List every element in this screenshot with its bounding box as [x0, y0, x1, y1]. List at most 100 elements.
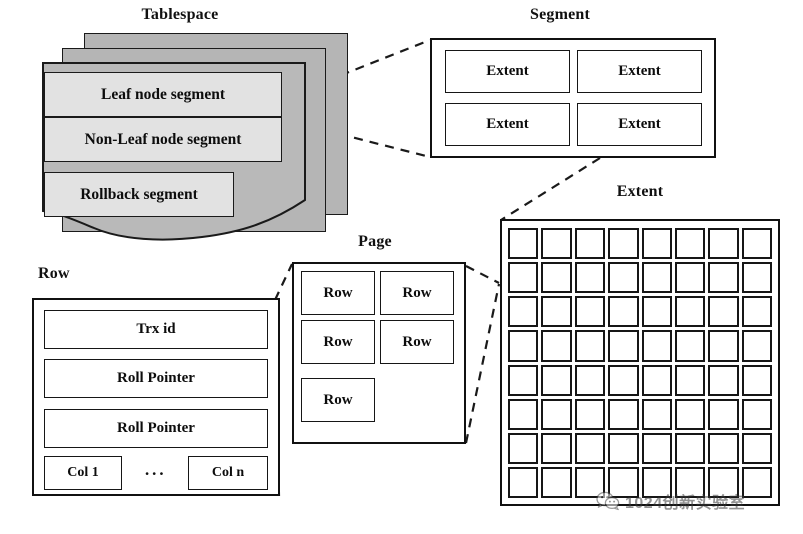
extent-page-cell[interactable] — [508, 296, 539, 328]
extent-page-cell[interactable] — [674, 398, 706, 430]
page-row-4[interactable]: Row — [380, 320, 454, 364]
extent-page-cell[interactable] — [608, 262, 639, 294]
extent-page-cell[interactable] — [674, 296, 706, 328]
extent-page-cell[interactable] — [508, 330, 539, 362]
extent-page-cell[interactable] — [674, 364, 706, 396]
extent-page-cell[interactable] — [708, 398, 739, 430]
extent-page-cell[interactable] — [708, 296, 739, 328]
segment-title: Segment — [529, 6, 591, 23]
segment-extent-1-label: Extent — [486, 63, 529, 79]
extent-page-cell[interactable] — [741, 330, 772, 362]
extent-page-cell[interactable] — [574, 466, 606, 498]
extent-page-cell[interactable] — [608, 466, 639, 498]
extent-page-cell[interactable] — [741, 228, 772, 260]
extent-page-cell[interactable] — [674, 228, 706, 260]
extent-page-cell[interactable] — [541, 432, 572, 464]
extent-page-cell[interactable] — [608, 364, 639, 396]
extent-page-cell[interactable] — [741, 296, 772, 328]
extent-page-cell[interactable] — [674, 432, 706, 464]
segment-extent-2[interactable]: Extent — [577, 50, 702, 93]
extent-page-cell[interactable] — [508, 228, 539, 260]
extent-page-cell[interactable] — [574, 262, 606, 294]
row-field-roll-pointer-1-label: Roll Pointer — [117, 370, 195, 386]
page-row-2[interactable]: Row — [380, 271, 454, 315]
extent-page-cell[interactable] — [574, 364, 606, 396]
page-row-3[interactable]: Row — [301, 320, 375, 364]
row-column-first-label: Col 1 — [67, 465, 99, 480]
extent-page-cell[interactable] — [641, 364, 672, 396]
row-field-trx-id[interactable]: Trx id — [44, 310, 268, 349]
extent-page-cell[interactable] — [574, 330, 606, 362]
extent-page-cell[interactable] — [541, 466, 572, 498]
extent-page-cell[interactable] — [708, 432, 739, 464]
extent-page-cell[interactable] — [708, 466, 739, 498]
tablespace-segment-nonleaf[interactable]: Non-Leaf node segment — [44, 117, 282, 162]
extent-page-cell[interactable] — [574, 228, 606, 260]
extent-page-cell[interactable] — [608, 330, 639, 362]
row-field-roll-pointer-2-label: Roll Pointer — [117, 420, 195, 436]
extent-page-cell[interactable] — [574, 432, 606, 464]
extent-page-cell[interactable] — [608, 398, 639, 430]
row-field-roll-pointer-2[interactable]: Roll Pointer — [44, 409, 268, 448]
row-column-last-label: Col n — [211, 465, 245, 480]
extent-page-cell[interactable] — [708, 228, 739, 260]
tablespace-segment-leaf[interactable]: Leaf node segment — [44, 72, 282, 117]
segment-extent-4-label: Extent — [618, 116, 661, 132]
connector-segment-extent — [500, 157, 601, 221]
extent-page-cell[interactable] — [641, 228, 672, 260]
extent-page-cell[interactable] — [608, 296, 639, 328]
extent-page-cell[interactable] — [608, 432, 639, 464]
extent-page-cell[interactable] — [608, 228, 639, 260]
page-row-2-label: Row — [402, 284, 432, 301]
extent-page-cell[interactable] — [708, 364, 739, 396]
extent-page-cell[interactable] — [541, 296, 572, 328]
extent-page-cell[interactable] — [541, 228, 572, 260]
extent-page-cell[interactable] — [508, 466, 539, 498]
extent-page-cell[interactable] — [508, 398, 539, 430]
row-field-roll-pointer-1[interactable]: Roll Pointer — [44, 359, 268, 398]
extent-page-cell[interactable] — [674, 466, 706, 498]
row-columns-ellipsis: ··· — [144, 464, 166, 483]
extent-page-cell[interactable] — [708, 330, 739, 362]
extent-page-cell[interactable] — [541, 330, 572, 362]
segment-extent-4[interactable]: Extent — [577, 103, 702, 146]
wechat-icon — [596, 491, 620, 511]
extent-page-cell[interactable] — [641, 330, 672, 362]
tablespace-segment-nonleaf-label: Non-Leaf node segment — [84, 130, 242, 148]
extent-page-cell[interactable] — [541, 398, 572, 430]
extent-page-cell[interactable] — [641, 466, 672, 498]
extent-page-cell[interactable] — [741, 466, 772, 498]
extent-page-cell[interactable] — [641, 432, 672, 464]
extent-page-cell[interactable] — [508, 432, 539, 464]
extent-page-cell[interactable] — [741, 432, 772, 464]
page-row-1[interactable]: Row — [301, 271, 375, 315]
extent-page-cell[interactable] — [741, 398, 772, 430]
page-row-5[interactable]: Row — [301, 378, 375, 422]
extent-page-cell[interactable] — [741, 262, 772, 294]
connector-row-page-top — [274, 263, 293, 301]
extent-page-cell[interactable] — [508, 364, 539, 396]
extent-page-cell[interactable] — [708, 262, 739, 294]
extent-page-cell[interactable] — [541, 262, 572, 294]
extent-page-cell[interactable] — [541, 364, 572, 396]
extent-page-cell[interactable] — [741, 364, 772, 396]
segment-extent-1[interactable]: Extent — [445, 50, 570, 93]
extent-page-cell[interactable] — [674, 330, 706, 362]
row-column-last[interactable]: Col n — [188, 456, 268, 490]
extent-page-cell[interactable] — [574, 398, 606, 430]
watermark: 1024创新实验室 — [596, 489, 745, 513]
connector-page-extent-bottom — [464, 283, 501, 444]
watermark-text: 1024创新实验室 — [625, 495, 746, 512]
extent-page-cell[interactable] — [574, 296, 606, 328]
extent-page-cell[interactable] — [674, 262, 706, 294]
extent-page-cell[interactable] — [641, 398, 672, 430]
tablespace-segment-rollback[interactable]: Rollback segment — [44, 172, 234, 217]
segment-extent-3-label: Extent — [486, 116, 529, 132]
extent-page-cell[interactable] — [641, 296, 672, 328]
extent-page-cell[interactable] — [641, 262, 672, 294]
row-column-first[interactable]: Col 1 — [44, 456, 122, 490]
extent-title: Extent — [616, 183, 664, 200]
extent-page-cell[interactable] — [508, 262, 539, 294]
segment-extent-3[interactable]: Extent — [445, 103, 570, 146]
